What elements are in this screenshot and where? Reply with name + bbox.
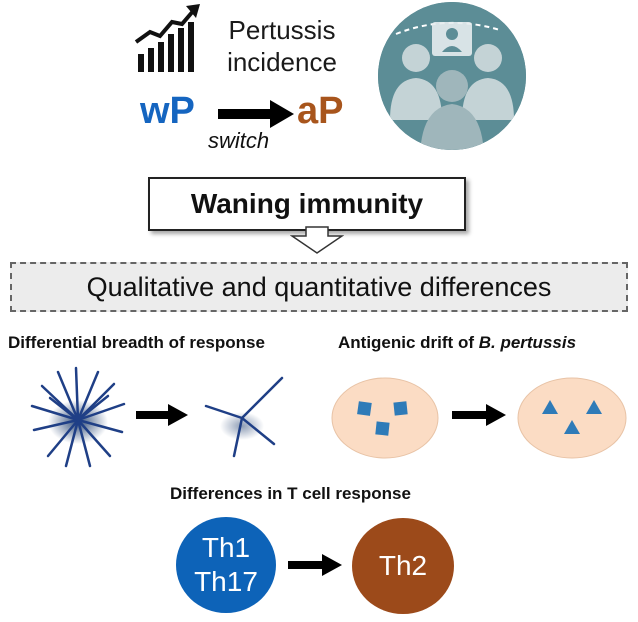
antigen-triangle: [586, 400, 602, 414]
switch-arrow-icon: [218, 100, 294, 128]
waning-immunity-label: Waning immunity: [190, 188, 424, 219]
drift-label: Antigenic drift of B. pertussis: [338, 333, 576, 353]
antigen-square: [393, 401, 408, 416]
narrow-response-icon: [204, 376, 284, 458]
down-arrow-icon: [290, 226, 344, 254]
differences-label: Qualitative and quantitative differences: [86, 271, 552, 302]
breadth-label: Differential breadth of response: [8, 333, 265, 352]
broad-response-icon: [30, 366, 126, 468]
drift-label-prefix: Antigenic drift of: [338, 333, 479, 352]
antigen-square: [357, 401, 372, 416]
th2-circle: Th2: [352, 518, 454, 614]
antigen-square: [375, 421, 390, 436]
wp-label: wP: [140, 90, 195, 132]
tcell-arrow-icon: [288, 554, 342, 576]
waning-immunity-box: Waning immunity: [148, 177, 466, 231]
th2-label: Th2: [378, 550, 428, 581]
antigen-triangles-cell: [517, 377, 627, 459]
th1-th17-circle: Th1 Th17: [176, 517, 276, 613]
rising-chart-icon: [134, 4, 200, 72]
th1-label: Th1: [201, 532, 251, 563]
crowd-icon: [378, 2, 526, 150]
incidence-label-line1: Pertussis: [228, 15, 336, 45]
antigen-triangle: [542, 400, 558, 414]
antigen-squares-cell: [331, 377, 439, 459]
th17-label: Th17: [194, 566, 258, 597]
incidence-label-line2: incidence: [227, 47, 337, 77]
switch-label: switch: [208, 128, 270, 153]
ap-label: aP: [297, 90, 344, 132]
tcell-label: Differences in T cell response: [170, 484, 411, 503]
drift-arrow-icon: [452, 404, 506, 426]
differences-box: Qualitative and quantitative differences: [10, 262, 628, 312]
antigen-triangle: [564, 420, 580, 434]
breadth-arrow-icon: [136, 404, 188, 426]
drift-label-species: B. pertussis: [478, 333, 577, 352]
